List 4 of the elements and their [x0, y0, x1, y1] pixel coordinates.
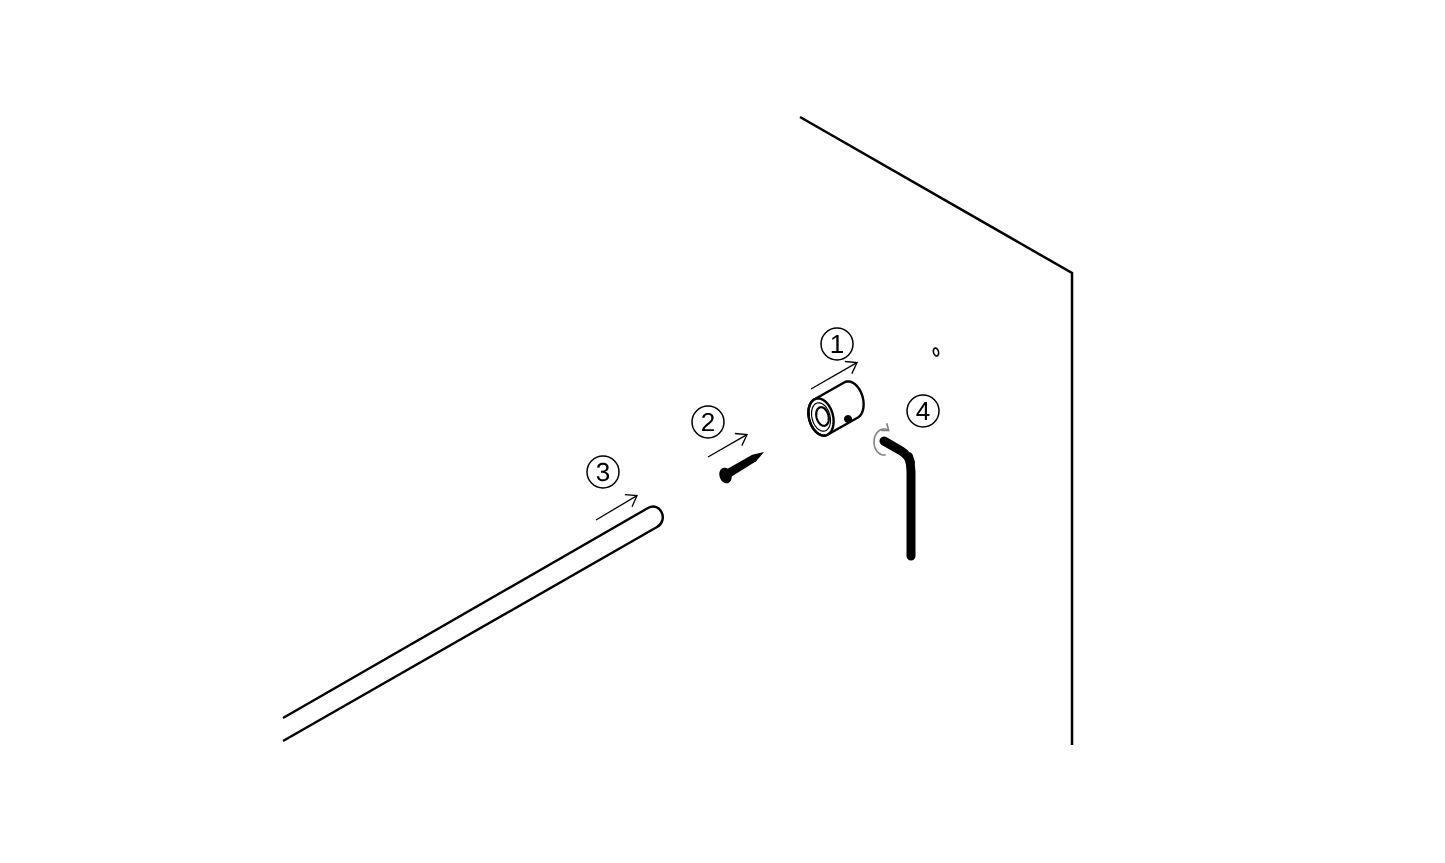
callout-number: 2: [691, 405, 725, 439]
callout-number: 3: [586, 455, 620, 489]
callout-number: 4: [906, 394, 940, 428]
callout-number: 1: [820, 327, 854, 361]
